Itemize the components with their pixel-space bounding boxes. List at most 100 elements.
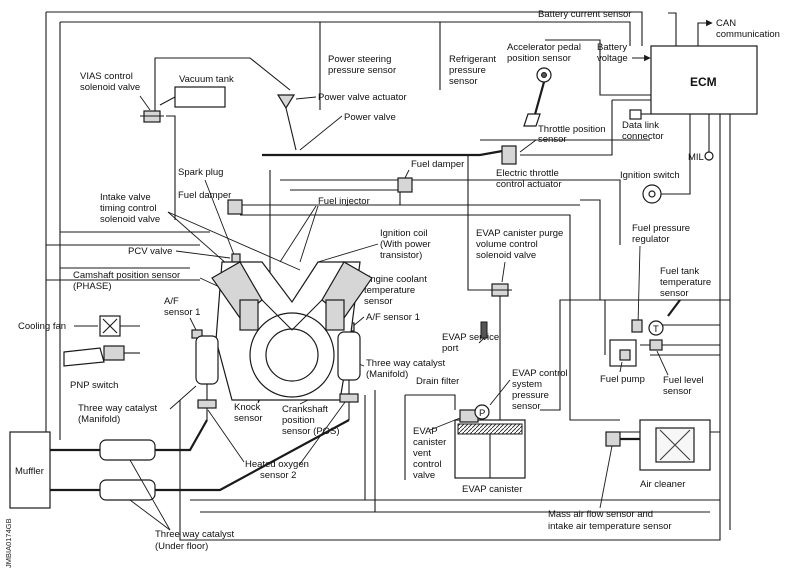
twc-under-label-2: (Under floor): [155, 541, 208, 552]
fuel-tank-temp-label-1: Fuel tank: [660, 266, 699, 277]
temp-t-symbol: T: [653, 324, 659, 335]
battery-voltage-label-1: Battery: [597, 42, 627, 53]
af-left-label-1: A/F: [164, 296, 179, 307]
evap-service-port: [480, 321, 488, 339]
electric-throttle-body: [501, 145, 517, 165]
fuel-level-label-2: sensor: [663, 386, 692, 397]
power-valve-actuator-label: Power valve actuator: [318, 92, 407, 103]
refrigerant-label-1: Refrigerant: [449, 54, 496, 65]
evap-purge-label-2: volume control: [476, 239, 538, 250]
battery-current-sensor-label: Battery current sensor: [538, 9, 631, 20]
pcv-valve-label: PCV valve: [128, 246, 172, 257]
data-link-label-1: Data link: [622, 120, 659, 131]
twc-manifold-right-label-1: Three way catalyst: [366, 358, 446, 369]
can-label-2: communication: [716, 29, 780, 40]
engine-block: [211, 261, 373, 401]
evap-canister-label: EVAP canister: [462, 484, 522, 495]
evap-vent-label-4: control: [413, 459, 442, 470]
can-label-1: CAN: [716, 18, 736, 29]
evap-control-label-4: sensor: [512, 401, 541, 412]
pnp-switch-icon: [63, 345, 125, 367]
exhaust-pipes: [50, 419, 350, 501]
vias-solenoid-valve: [140, 110, 164, 123]
evap-control-label-3: pressure: [512, 390, 549, 401]
power-steering-label-2: pressure sensor: [328, 65, 396, 76]
can-arrow: [697, 19, 713, 46]
evap-purge-solenoid-valve: [488, 283, 512, 297]
evap-vent-label-2: canister: [413, 437, 446, 448]
twc-manifold-left-label-2: (Manifold): [78, 414, 120, 425]
evap-service-label-1: EVAP service: [442, 332, 499, 343]
vias-label-2: solenoid valve: [80, 82, 140, 93]
fuel-damper-left-label: Fuel damper: [178, 190, 231, 201]
heated-o2-left: [197, 399, 217, 409]
heated-oxygen-label-2: sensor 2: [260, 470, 296, 481]
fuel-pressure-label-1: Fuel pressure: [632, 223, 690, 234]
throttle-position-label-2: sensor: [538, 134, 567, 145]
coolant-label-2: temperature: [364, 285, 415, 296]
data-link-label-2: connector: [622, 131, 664, 142]
intake-valve-label-2: timing control: [100, 203, 157, 214]
mil-lamp-icon: [704, 151, 714, 161]
ignition-switch-label: Ignition switch: [620, 170, 680, 181]
knock-label-1: Knock: [234, 402, 261, 413]
fuel-pump-label: Fuel pump: [600, 374, 645, 385]
af-left-label-2: sensor 1: [164, 307, 200, 318]
ecm-label: ECM: [690, 75, 717, 89]
fuel-injector-label: Fuel injector: [318, 196, 370, 207]
pnp-switch-label: PNP switch: [70, 380, 118, 391]
refrigerant-label-2: pressure: [449, 65, 486, 76]
maf-label-1: Mass air flow sensor and: [548, 509, 653, 520]
evap-vent-label-5: valve: [413, 470, 435, 481]
power-steering-label-1: Power steering: [328, 54, 391, 65]
data-link-connector: [629, 109, 651, 120]
ignition-switch-wire: [661, 114, 691, 195]
muffler: [9, 431, 51, 509]
fuel-damper-top: [397, 177, 413, 193]
twc-manifold-left-label-1: Three way catalyst: [78, 403, 158, 414]
pcv-valve: [231, 253, 241, 263]
evap-service-label-2: port: [442, 343, 459, 354]
fuel-pump-assembly: T: [609, 299, 681, 367]
cooling-fan-icon: [99, 315, 121, 337]
heated-o2-right: [339, 393, 359, 403]
evap-purge-label-1: EVAP canister purge: [476, 228, 563, 239]
accelerator-label-1: Accelerator pedal: [507, 42, 581, 53]
fuel-pressure-label-2: regulator: [632, 234, 670, 245]
crankshaft-label-1: Crankshaft: [282, 404, 328, 415]
throttle-position-label-1: Throttle position: [538, 124, 606, 135]
intake-duct: [262, 148, 509, 157]
heated-oxygen-label-1: Heated oxygen: [245, 459, 309, 470]
battery-voltage-label-2: voltage: [597, 53, 628, 64]
battery-current-leader: [668, 12, 677, 46]
evap-purge-label-3: solenoid valve: [476, 250, 536, 261]
air-cleaner: [639, 419, 711, 471]
power-valve-actuator: [276, 94, 296, 110]
power-valve-label: Power valve: [344, 112, 396, 123]
fuel-damper-top-label: Fuel damper: [411, 159, 464, 170]
maf-label-2: intake air temperature sensor: [548, 521, 672, 532]
camshaft-label-1: Camshaft position sensor: [73, 270, 180, 281]
mil-label: MIL: [688, 152, 704, 163]
mass-air-flow-sensor: [605, 431, 640, 447]
fuel-damper-left: [227, 199, 243, 215]
accelerator-label-2: position sensor: [507, 53, 571, 64]
vacuum-tank: [174, 86, 226, 108]
evap-vent-label-1: EVAP: [413, 426, 438, 437]
crankshaft-label-2: position: [282, 415, 315, 426]
twc-manifold-right-label-2: (Manifold): [366, 369, 408, 380]
camshaft-label-2: (PHASE): [73, 281, 112, 292]
etc-label-1: Electric throttle: [496, 168, 559, 179]
vacuum-tank-label: Vacuum tank: [179, 74, 234, 85]
evap-control-label-2: system: [512, 379, 542, 390]
refrigerant-label-3: sensor: [449, 76, 478, 87]
intake-valve-label-1: Intake valve: [100, 192, 151, 203]
ignition-switch-icon: [642, 184, 662, 204]
coolant-label-3: sensor: [364, 296, 393, 307]
cooling-fan-label: Cooling fan: [18, 321, 66, 332]
ignition-coil-label-2: (With power: [380, 239, 431, 250]
accelerator-pedal-sensor: [523, 67, 552, 127]
vias-label-1: VIAS control: [80, 71, 133, 82]
